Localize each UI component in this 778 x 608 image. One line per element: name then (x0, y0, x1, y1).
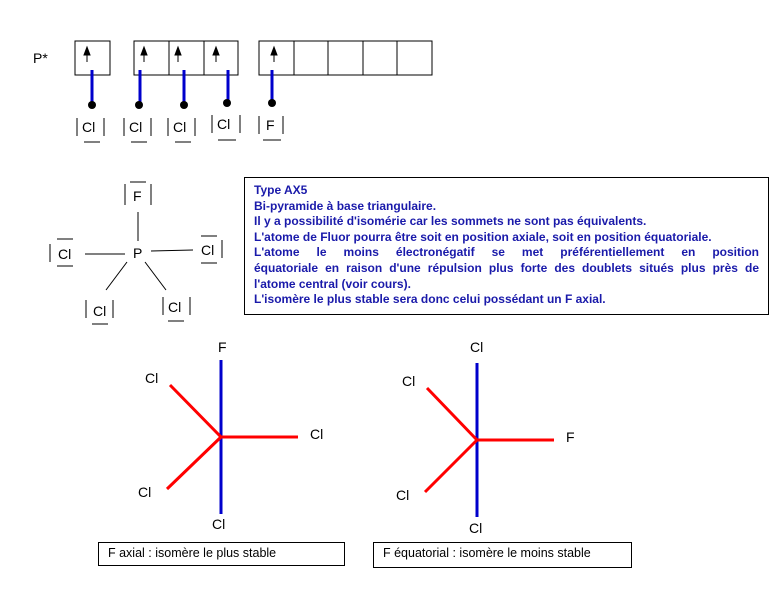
atom-label: P* (33, 50, 48, 66)
lewis-bonds (85, 212, 194, 291)
lewis-lone-pairs (49, 181, 223, 325)
orbital-box-s (74, 40, 111, 76)
equatorial-isomer-upper-left-atom: Cl (402, 373, 416, 389)
axial-isomer-top-atom: F (218, 339, 227, 355)
axial-isomer-right-atom: Cl (310, 426, 324, 442)
electron-arrows (83, 45, 278, 62)
lewis-bottom-right-atom: Cl (168, 299, 182, 315)
axial-isomer-caption: F axial : isomère le plus stable (98, 542, 345, 566)
ligand-label-1: Cl (82, 119, 96, 135)
equatorial-isomer-top-atom: Cl (470, 339, 484, 355)
equatorial-isomer-caption: F équatorial : isomère le moins stable (373, 542, 632, 568)
description-line-7: L'isomère le plus stable sera donc celui… (254, 292, 606, 307)
axial-isomer-upper-left-atom: Cl (145, 370, 159, 386)
description-line-2: Il y a possibilité d'isomérie car les so… (254, 214, 647, 229)
axial-isomer-bonds (165, 360, 298, 514)
description-line-3: L'atome de Fluor pourra être soit en pos… (254, 229, 712, 244)
description-line-4: L'atome le moins électronégatif se met p… (254, 245, 759, 260)
description-title: Type AX5 (254, 183, 308, 197)
orbital-boxes-d (258, 40, 433, 76)
ligand-lone-pairs (76, 115, 284, 143)
axial-isomer-bottom-atom: Cl (212, 516, 226, 532)
ligand-label-4: Cl (217, 116, 231, 132)
lewis-left-atom: Cl (58, 246, 72, 262)
pairing-lines (90, 70, 274, 103)
lewis-bottom-left-atom: Cl (93, 303, 107, 319)
ligand-label-2: Cl (129, 119, 143, 135)
lewis-right-atom: Cl (201, 242, 215, 258)
lewis-top-atom: F (133, 188, 142, 204)
equatorial-isomer-right-atom: F (566, 429, 575, 445)
orbital-boxes-p (133, 40, 239, 76)
description-box: Type AX5 Bi-pyramide à base triangulaire… (244, 177, 769, 315)
description-line-1: Bi-pyramide à base triangulaire. (254, 198, 437, 213)
equatorial-isomer-bottom-atom: Cl (469, 520, 483, 536)
ligand-electrons (88, 99, 276, 109)
equatorial-isomer-lower-left-atom: Cl (396, 487, 410, 503)
ligand-label-5: F (266, 117, 275, 133)
ligand-label-3: Cl (173, 119, 187, 135)
equatorial-isomer-bonds (423, 363, 554, 517)
axial-isomer-lower-left-atom: Cl (138, 484, 152, 500)
lewis-center-atom: P (133, 245, 143, 261)
description-line-5: équatoriale en raison d'une répulsion pl… (254, 260, 759, 275)
description-line-6: l'atome central (voir cours). (254, 276, 411, 291)
